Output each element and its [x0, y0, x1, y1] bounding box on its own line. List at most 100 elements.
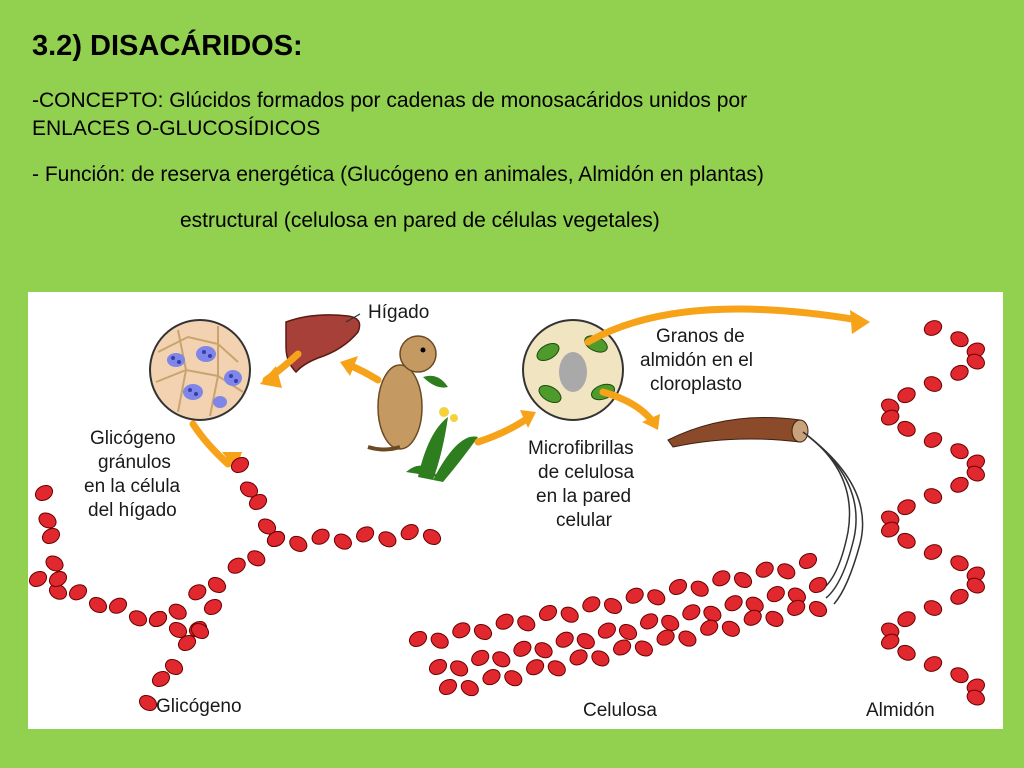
label-granos-2: almidón en el — [640, 350, 753, 371]
glycogen-bead — [108, 597, 128, 614]
bead-chains — [28, 320, 985, 712]
cellulose-bead — [591, 650, 610, 667]
cellulose-bead — [492, 651, 511, 668]
cellulose-bead — [656, 629, 675, 646]
glycogen-bead — [311, 528, 330, 545]
cellulose-bead — [495, 613, 514, 630]
polysaccharide-figure: Hígado Granos de almidón en el cloroplas… — [28, 292, 1003, 729]
glycogen-bead — [138, 694, 158, 712]
label-almidon: Almidón — [866, 700, 935, 721]
cellulose-bead — [777, 563, 796, 580]
starch-bead — [950, 667, 969, 684]
starch-bead — [897, 387, 916, 404]
glycogen-bead — [164, 658, 184, 676]
glycogen-bead — [34, 484, 54, 502]
cellulose-bead — [647, 589, 666, 606]
label-granos-3: cloroplasto — [650, 374, 742, 395]
cellulose-bead — [712, 570, 731, 587]
cellulose-bead — [569, 649, 588, 666]
glycogen-bead — [28, 570, 48, 588]
glycogen-bead — [151, 670, 171, 688]
cellulose-bead — [526, 659, 545, 676]
starch-bead — [950, 443, 969, 460]
cellulose-bead — [460, 680, 479, 697]
arrow-plant-to-cell — [474, 414, 532, 446]
cellulose-bead — [597, 622, 616, 639]
glycogen-bead — [177, 634, 197, 652]
starch-bead — [923, 432, 943, 448]
arrow-cell-to-starch — [584, 305, 862, 346]
cellulose-bead — [798, 552, 818, 570]
starch-bead — [923, 488, 943, 504]
glycogen-bead — [378, 531, 397, 548]
figure-canvas: Hígado Granos de almidón en el cloroplas… — [28, 302, 985, 721]
starch-bead — [950, 364, 969, 381]
cellulose-bead — [743, 609, 762, 626]
glycogen-bead — [248, 493, 268, 511]
cellulose-bead — [517, 615, 536, 632]
slide-title: 3.2) DISACÁRIDOS: — [32, 30, 303, 62]
cellulose-bead — [428, 658, 448, 676]
cellulose-bead — [613, 639, 632, 656]
cellulose-bead — [678, 630, 697, 647]
cellulose-bead — [576, 633, 595, 650]
label-glicogeno: Glicógeno — [156, 696, 242, 717]
glycogen-bead — [45, 555, 64, 572]
cellulose-bead — [765, 610, 784, 627]
function-line-1: - Función: de reserva energética (Glucóg… — [32, 163, 764, 186]
cellulose-bead — [547, 660, 566, 677]
starch-bead — [897, 532, 916, 549]
cellulose-bead — [625, 587, 644, 604]
concept-line-2: ENLACES O-GLUCOSÍDICOS — [32, 117, 321, 140]
label-glicogeno-gr-1: Glicógeno — [90, 428, 176, 449]
glycogen-bead — [422, 528, 442, 546]
label-micro-1: Microfibrillas — [528, 438, 634, 459]
concept-line-1: -CONCEPTO: Glúcidos formados por cadenas… — [32, 89, 748, 112]
plant-icon — [406, 375, 478, 482]
cellulose-bead — [430, 632, 449, 649]
starch-bead — [966, 353, 985, 370]
cellulose-bead — [538, 604, 558, 622]
arrow-cell-to-fiber — [599, 388, 657, 426]
cellulose-bead — [504, 670, 523, 687]
cellulose-bead — [473, 623, 493, 641]
starch-bead — [923, 376, 943, 392]
cellulose-bead — [700, 619, 719, 636]
cellulose-bead — [618, 623, 638, 641]
starch-bead — [897, 420, 916, 437]
function-line-2: estructural (celulosa en pared de célula… — [180, 209, 660, 232]
glycogen-bead — [227, 557, 246, 574]
label-higado: Hígado — [368, 302, 429, 323]
cellulose-bead — [408, 630, 428, 648]
cellulose-bead — [582, 596, 601, 613]
glycogen-bead — [168, 603, 187, 620]
label-glicogeno-gr-3: en la célula — [84, 476, 181, 497]
gopher-icon — [367, 335, 437, 452]
starch-bead — [897, 499, 916, 516]
starch-bead — [897, 611, 916, 628]
cellulose-bead — [640, 613, 659, 630]
glycogen-bead — [190, 622, 210, 640]
glycogen-bead — [266, 530, 286, 548]
liver-cell-icon — [149, 319, 251, 421]
cellulose-bead — [452, 622, 471, 639]
cellulose-bead — [450, 660, 469, 677]
starch-bead — [923, 600, 943, 616]
liver-icon — [285, 314, 361, 374]
glycogen-bead — [48, 570, 68, 588]
glycogen-bead — [247, 550, 266, 567]
starch-bead — [923, 544, 943, 560]
cellulose-bead — [555, 631, 574, 648]
starch-bead — [881, 409, 900, 426]
starch-bead — [923, 656, 943, 672]
starch-bead — [950, 331, 969, 348]
label-micro-3: en la pared — [536, 486, 631, 507]
label-glicogeno-gr-4: del hígado — [88, 500, 177, 521]
cellulose-bead — [438, 678, 458, 696]
cellulose-bead — [808, 576, 828, 594]
glycogen-bead — [188, 584, 207, 601]
cellulose-bead — [513, 640, 532, 657]
glycogen-bead — [148, 610, 168, 628]
glycogen-bead — [88, 596, 108, 614]
cellulose-bead — [661, 614, 680, 631]
